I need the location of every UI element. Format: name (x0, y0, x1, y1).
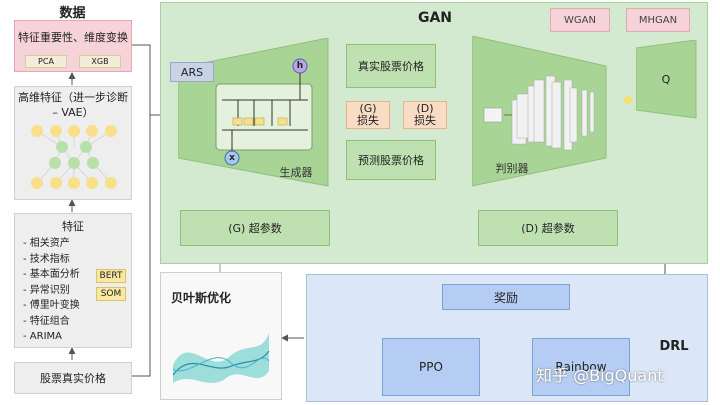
feature-item-technical-indicators: - 技术指标 (23, 253, 70, 265)
feature-item-anomaly-detection: - 异常识别 (23, 284, 70, 296)
data-panel-title: 数据 (59, 5, 86, 21)
input-x-icon: x (229, 153, 235, 163)
d-hyperparameters-node: (D) 超参数 (478, 210, 618, 246)
g-loss-line1: (G) (359, 102, 377, 115)
bayes-panel: 贝叶斯优化 (160, 272, 282, 400)
generator-label: 生成器 (279, 166, 313, 179)
hidden-state-icon: h (296, 61, 304, 71)
wgan-tag: WGAN (550, 8, 610, 32)
feature-item-fourier-transform: - 傅里叶变换 (23, 300, 80, 311)
discriminator-network (472, 36, 607, 187)
drl-title: DRL (659, 338, 689, 354)
d-loss-node: (D) 损失 (403, 101, 447, 129)
d-loss-line2: 损失 (414, 114, 436, 127)
predicted-stock-price-node: 预测股票价格 (346, 140, 436, 180)
feature-item-feature-combination: - 特征组合 (23, 315, 70, 327)
q-label: Q (661, 72, 671, 86)
features-title: 特征 (62, 220, 84, 233)
mhgan-tag: MHGAN (626, 8, 690, 32)
xgb-tag: XGB (79, 55, 121, 68)
q-output-dot-icon (624, 96, 632, 104)
ppo-node: PPO (382, 338, 480, 396)
features-box: 特征 - 相关资产 - 技术指标 - 基本面分析 - 异常识别 - 傅里叶变换 … (14, 213, 132, 348)
watermark-text: 知乎 @BigQuant (536, 366, 664, 385)
gan-title: GAN (417, 10, 453, 26)
rainbow-node: Rainbow (532, 338, 630, 396)
real-stock-price-node: 真实股票价格 (346, 44, 436, 88)
ars-tag: ARS (170, 62, 214, 82)
q-network (636, 40, 697, 119)
feature-item-related-assets: - 相关资产 (23, 238, 70, 249)
d-loss-line1: (D) (416, 102, 434, 115)
som-tag: SOM (96, 287, 126, 301)
pca-tag: PCA (25, 55, 67, 68)
autoencoder-network-icon (31, 125, 117, 189)
reward-node: 奖励 (442, 284, 570, 310)
vae-title: 高维特征（进一步诊断 – VAE） (18, 91, 128, 119)
bayes-title: 贝叶斯优化 (171, 291, 232, 305)
bayes-optimization-plot-icon (172, 333, 270, 383)
generator-network (178, 38, 329, 187)
discriminator-label: 判别器 (495, 162, 529, 175)
bert-tag: BERT (96, 269, 126, 283)
feature-importance-title: 特征重要性、维度变换 (18, 31, 128, 44)
feature-item-arima: - ARIMA (23, 331, 62, 342)
feature-item-fundamental-analysis: - 基本面分析 (23, 269, 80, 280)
g-loss-node: (G) 损失 (346, 101, 390, 129)
vae-box: 高维特征（进一步诊断 – VAE） (14, 86, 132, 200)
g-loss-line2: 损失 (357, 114, 379, 127)
feature-importance-box: 特征重要性、维度变换 PCA XGB (14, 20, 132, 72)
g-hyperparameters-node: (G) 超参数 (180, 210, 330, 246)
real-stock-price-box: 股票真实价格 (14, 362, 132, 394)
